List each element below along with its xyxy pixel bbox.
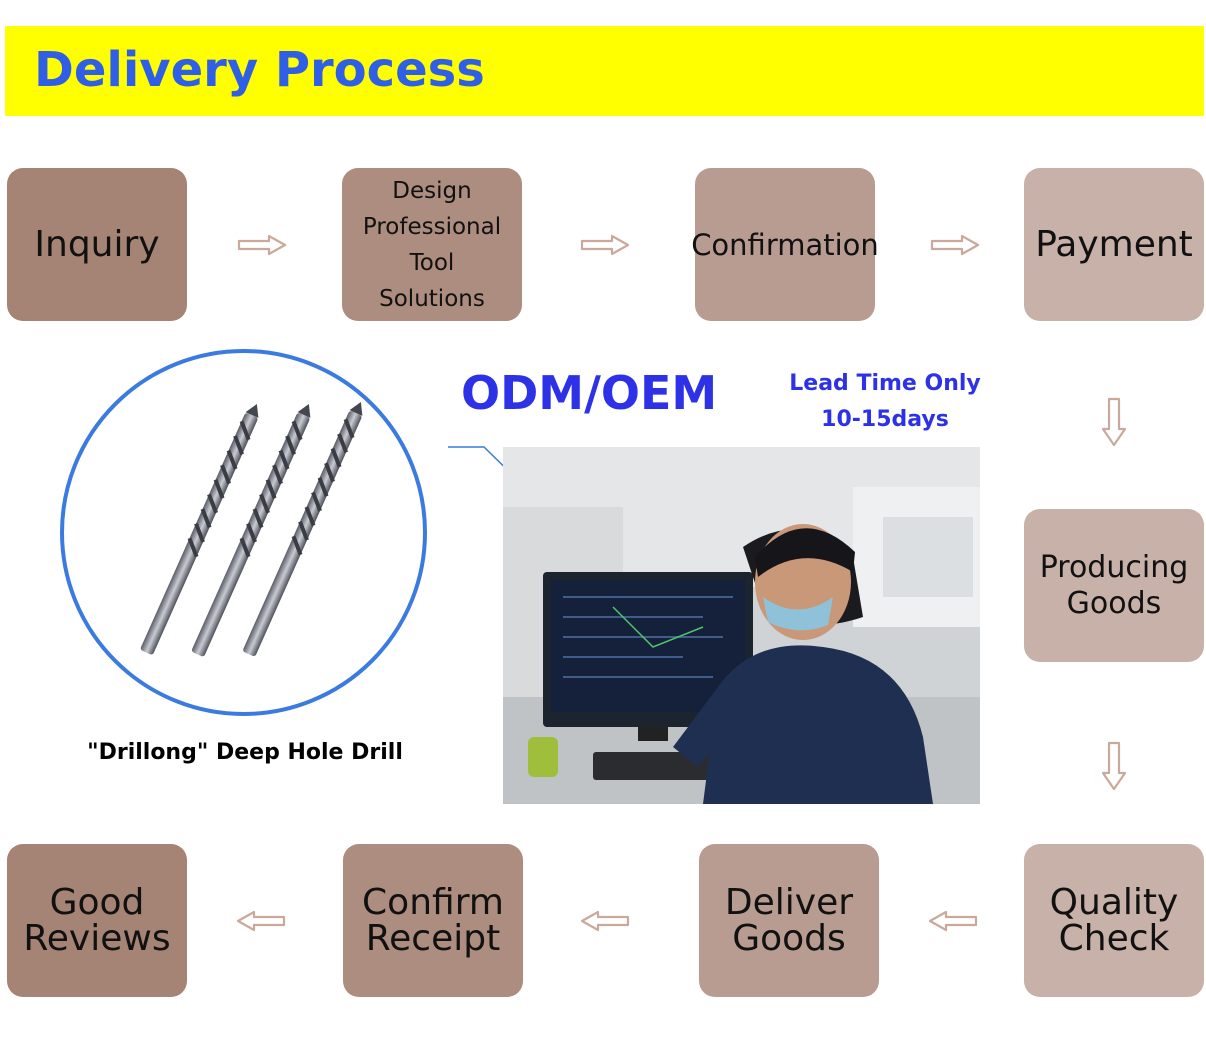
arrow-right-icon <box>580 234 630 256</box>
page-title: Delivery Process <box>34 42 485 98</box>
engineer-photo <box>503 447 980 804</box>
step-design-solutions: Design Professional Tool Solutions <box>342 168 522 321</box>
step-reviews-label: Good Reviews <box>23 881 171 959</box>
step-design-label: Design Professional Tool Solutions <box>362 177 502 312</box>
arrow-left-icon <box>928 910 978 932</box>
step-inquiry: Inquiry <box>7 168 187 321</box>
step-deliver-goods: Deliver Goods <box>699 844 879 997</box>
step-receipt-label: Confirm Receipt <box>362 881 504 959</box>
arrow-left-icon <box>236 910 286 932</box>
arrow-right-icon <box>237 234 287 256</box>
odm-oem-label: ODM/OEM <box>461 366 718 420</box>
product-caption: "Drillong" Deep Hole Drill <box>87 740 403 765</box>
step-quality-check: Quality Check <box>1024 844 1204 997</box>
step-confirm-receipt: Confirm Receipt <box>343 844 523 997</box>
step-producing-goods: Producing Goods <box>1024 509 1204 662</box>
product-circle <box>60 349 427 716</box>
arrow-left-icon <box>580 910 630 932</box>
step-producing-label: Producing Goods <box>1039 549 1189 621</box>
lead-time-note: Lead Time Only 10-15days <box>789 371 981 432</box>
step-payment-label: Payment <box>1035 224 1193 265</box>
step-confirmation-label: Confirmation <box>691 227 879 262</box>
step-inquiry-label: Inquiry <box>34 224 160 265</box>
step-deliver-label: Deliver Goods <box>724 881 854 959</box>
arrow-right-icon <box>930 234 980 256</box>
step-payment: Payment <box>1024 168 1204 321</box>
step-good-reviews: Good Reviews <box>7 844 187 997</box>
arrow-down-icon <box>1101 397 1127 447</box>
step-confirmation: Confirmation <box>691 168 879 321</box>
drill-bit-icon <box>140 402 363 657</box>
arrow-down-icon <box>1101 741 1127 791</box>
step-quality-label: Quality Check <box>1049 881 1179 959</box>
engineer-at-workstation-icon <box>503 447 980 804</box>
header-banner: Delivery Process <box>5 26 1204 116</box>
